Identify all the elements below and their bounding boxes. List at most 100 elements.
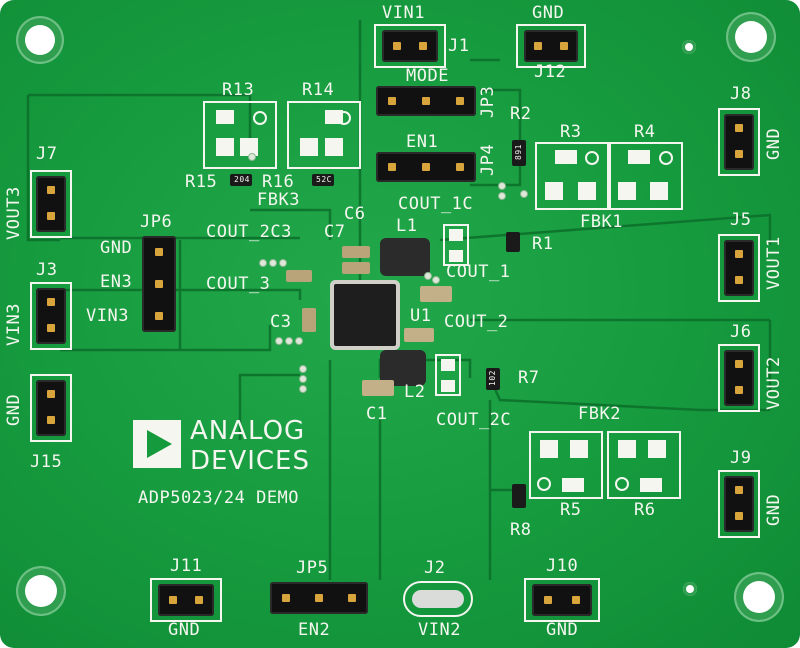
label-vout2: VOUT2: [764, 356, 784, 410]
pin: [169, 596, 177, 604]
label-c3: C3: [270, 312, 292, 332]
label-r1: R1: [532, 234, 554, 254]
smd-code-r16: 52C: [316, 175, 332, 184]
j3-header[interactable]: [36, 288, 66, 344]
smd-code-r7: 102: [488, 370, 497, 386]
jp6-jumper[interactable]: [142, 236, 176, 332]
mounting-hole-small: [682, 40, 696, 54]
label-j10: J10: [546, 556, 579, 576]
smd-code-r15: 204: [234, 175, 250, 184]
jp5-jumper[interactable]: [270, 582, 368, 614]
label-cout-2: COUT_2: [444, 312, 509, 332]
pin: [735, 250, 743, 258]
label-r16: R16: [262, 172, 295, 192]
j9-header[interactable]: [724, 476, 754, 532]
label-cout-2c: COUT_2C: [436, 410, 512, 430]
pin: [388, 97, 396, 105]
mounting-hole: [728, 14, 774, 60]
via: [285, 337, 293, 345]
label-gnd-j9: GND: [764, 493, 784, 526]
pin: [47, 416, 55, 424]
j5-header[interactable]: [724, 240, 754, 296]
pin: [315, 594, 323, 602]
label-cout-2c3: COUT_2C3: [206, 222, 292, 242]
r7-resistor: [486, 368, 500, 390]
pin: [419, 42, 427, 50]
label-vin3-jp6: VIN3: [86, 306, 129, 326]
j7-header[interactable]: [36, 176, 66, 232]
label-j11: J11: [170, 556, 203, 576]
label-jp3: JP3: [478, 85, 498, 118]
cout-1-capacitor: [420, 286, 452, 302]
j8-header[interactable]: [724, 114, 754, 170]
pin: [393, 42, 401, 50]
cout-3-capacitor: [286, 270, 312, 282]
j5-outline: [718, 234, 760, 302]
pin: [47, 324, 55, 332]
label-j6: J6: [730, 322, 752, 342]
cout-2-capacitor: [404, 328, 434, 342]
j12-header[interactable]: [524, 30, 578, 62]
label-jp4: JP4: [478, 143, 498, 176]
label-r15: R15: [185, 172, 218, 192]
pin: [544, 596, 552, 604]
label-u1: U1: [410, 306, 432, 326]
j10-outline: [524, 578, 600, 622]
j1-outline: [374, 24, 446, 68]
label-r13: R13: [222, 80, 255, 100]
j6-header[interactable]: [724, 350, 754, 406]
pin: [195, 596, 203, 604]
label-l1: L1: [396, 216, 418, 236]
pin: [735, 360, 743, 368]
j3-outline: [30, 282, 72, 350]
c6-capacitor: [342, 246, 370, 258]
label-j15: J15: [30, 452, 63, 472]
via: [432, 276, 440, 284]
via: [269, 259, 277, 267]
label-fbk2: FBK2: [578, 404, 621, 424]
pin: [735, 512, 743, 520]
label-c7: C7: [324, 222, 346, 242]
pin: [572, 596, 580, 604]
label-r8: R8: [510, 520, 532, 540]
j10-header[interactable]: [532, 584, 592, 616]
c1-capacitor: [362, 380, 394, 396]
label-cout-1c: COUT_1C: [398, 194, 474, 214]
label-en3: EN3: [100, 272, 133, 292]
j8-outline: [718, 108, 760, 176]
c7-capacitor: [342, 262, 370, 274]
via: [424, 272, 432, 280]
label-r7: R7: [518, 368, 540, 388]
pin: [534, 42, 542, 50]
label-j8: J8: [730, 84, 752, 104]
via: [279, 259, 287, 267]
label-c6: C6: [344, 204, 366, 224]
label-vout1: VOUT1: [764, 236, 784, 290]
label-fbk3: FBK3: [257, 190, 300, 210]
label-r6: R6: [634, 500, 656, 520]
r15-resistor: [230, 174, 252, 186]
mounting-hole: [18, 18, 62, 62]
c3-capacitor: [302, 308, 316, 332]
label-r4: R4: [634, 122, 656, 142]
mounting-hole: [736, 574, 782, 620]
pin: [456, 163, 464, 171]
pin: [456, 97, 464, 105]
label-gnd-j11: GND: [168, 620, 201, 640]
pin: [155, 280, 163, 288]
j2-solder-jumper[interactable]: [404, 582, 472, 616]
pin: [735, 276, 743, 284]
label-j7: J7: [36, 144, 58, 164]
jp3-jumper[interactable]: [376, 86, 476, 116]
j1-header[interactable]: [382, 30, 438, 62]
pin: [282, 594, 290, 602]
j11-header[interactable]: [158, 584, 214, 616]
via: [498, 182, 506, 190]
label-j2: J2: [424, 558, 446, 578]
j15-header[interactable]: [36, 380, 66, 436]
r8-resistor: [512, 484, 526, 508]
jp4-jumper[interactable]: [376, 152, 476, 182]
label-jp5: JP5: [296, 558, 329, 578]
via: [299, 375, 307, 383]
